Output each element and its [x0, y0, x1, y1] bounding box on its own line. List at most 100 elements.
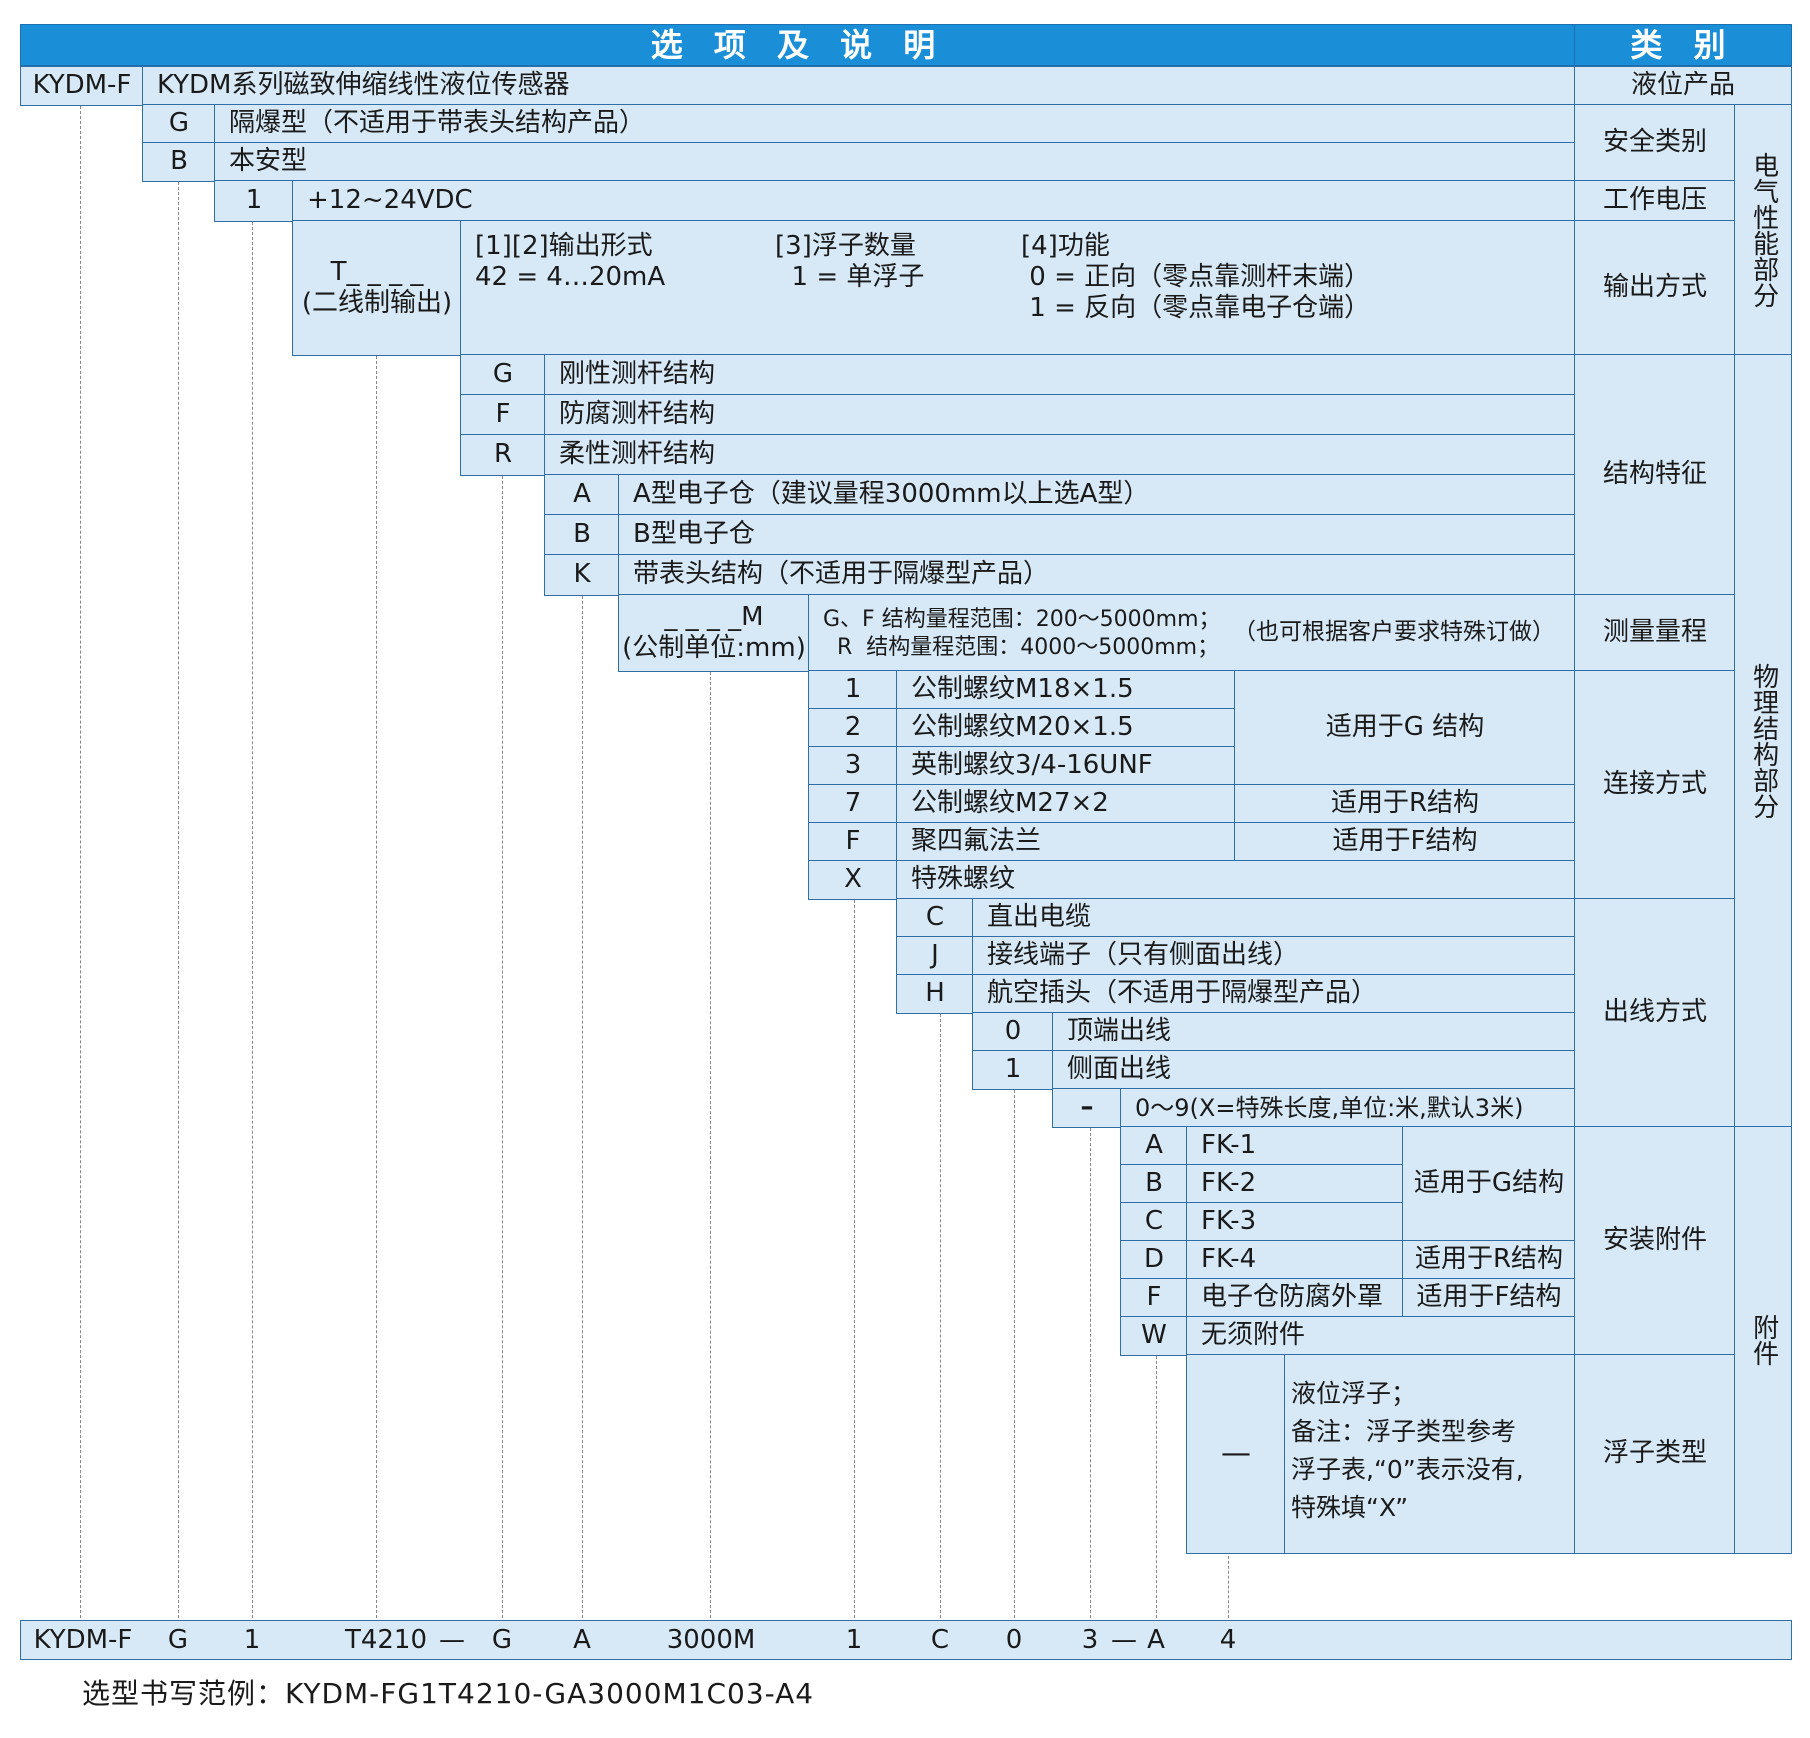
accessory-code: W	[1120, 1316, 1188, 1356]
guide-line	[178, 182, 179, 1618]
range-desc-cell: G、F 结构量程范围：200～5000mm； R 结构量程范围：4000～500…	[808, 594, 1576, 672]
accessory-note-g: 适用于G结构	[1402, 1126, 1576, 1242]
rod-desc: 刚性测杆结构	[544, 354, 1576, 396]
group-accessory: 附件	[1734, 1126, 1792, 1554]
accessory-desc: FK-1	[1186, 1126, 1404, 1166]
output-code-cell: T_ _ _ _ (二线制输出)	[292, 220, 462, 356]
category-header: 类 别	[1574, 24, 1792, 66]
guide-line	[854, 900, 855, 1618]
safety-b-code: B	[142, 142, 216, 182]
guide-line	[582, 596, 583, 1618]
accessory-code: A	[1120, 1126, 1188, 1166]
connection-note-g: 适用于G 结构	[1234, 670, 1576, 786]
example-item: 4	[1219, 1625, 1237, 1655]
example-item: C	[930, 1625, 950, 1655]
housing-desc: 带表头结构（不适用于隔爆型产品）	[618, 554, 1576, 596]
example-footnote: 选型书写范例：KYDM-FG1T4210-GA3000M1C03-A4	[82, 1677, 815, 1710]
accessory-code: C	[1120, 1202, 1188, 1242]
range-r: R 结构量程范围：4000～5000mm；	[823, 635, 1220, 660]
voltage-code: 1	[214, 180, 294, 222]
connection-desc: 公制螺纹M20×1.5	[896, 708, 1236, 748]
example-row	[20, 1620, 1792, 1660]
rod-code: F	[460, 394, 546, 436]
housing-desc: A型电子仓（建议量程3000mm以上选A型）	[618, 474, 1576, 516]
safety-b-desc: 本安型	[214, 142, 1576, 182]
connection-code: 2	[808, 708, 898, 748]
output-float-count: [3]浮子数量 1 = 单浮子	[775, 231, 925, 293]
accessory-desc: FK-3	[1186, 1202, 1404, 1242]
outlet-position-desc: 顶端出线	[1052, 1012, 1576, 1052]
accessory-desc: 无须附件	[1186, 1316, 1576, 1356]
outlet-type-desc: 接线端子（只有侧面出线）	[972, 936, 1576, 976]
example-item: 0	[1005, 1625, 1023, 1655]
output-code-sub: (二线制输出)	[301, 288, 453, 318]
product-desc: KYDM系列磁致伸缩线性液位传感器	[142, 66, 1576, 106]
connection-desc: 聚四氟法兰	[896, 822, 1236, 862]
outlet-type-code: J	[896, 936, 974, 976]
accessory-note-f: 适用于F结构	[1402, 1278, 1576, 1318]
category-safety: 安全类别	[1574, 104, 1736, 182]
accessory-desc: 电子仓防腐外罩	[1186, 1278, 1404, 1318]
guide-line	[1228, 1556, 1229, 1618]
guide-line	[252, 222, 253, 1618]
output-desc-cell: [1][2]输出形式 42 = 4…20mA [3]浮子数量 1 = 单浮子 […	[460, 220, 1576, 356]
housing-code: B	[544, 514, 620, 556]
voltage-desc: +12~24VDC	[292, 180, 1576, 222]
group-physical: 物理结构部分	[1734, 354, 1792, 1128]
connection-code: 3	[808, 746, 898, 786]
example-item: A	[573, 1625, 591, 1655]
outlet-type-desc: 直出电缆	[972, 898, 1576, 938]
example-item: A	[1147, 1625, 1165, 1655]
example-item: 3	[1081, 1625, 1099, 1655]
outlet-type-code: C	[896, 898, 974, 938]
group-electrical: 电气性能部分	[1734, 104, 1792, 356]
guide-line	[80, 106, 81, 1618]
accessory-desc: FK-4	[1186, 1240, 1404, 1280]
housing-desc: B型电子仓	[618, 514, 1576, 556]
category-float: 浮子类型	[1574, 1354, 1736, 1554]
category-outlet: 出线方式	[1574, 898, 1736, 1128]
guide-line	[1014, 1090, 1015, 1618]
accessory-code: B	[1120, 1164, 1188, 1204]
float-code: —	[1186, 1354, 1286, 1554]
connection-desc: 特殊螺纹	[896, 860, 1576, 900]
outlet-length-desc: 0～9(X=特殊长度,单位:米,默认3米)	[1120, 1088, 1576, 1128]
example-item: KYDM-F	[33, 1625, 133, 1655]
example-item: G	[167, 1625, 189, 1655]
category-output: 输出方式	[1574, 220, 1736, 356]
float-desc: 液位浮子； 备注：浮子类型参考 浮子表,“0”表示没有, 特殊填“X”	[1291, 1379, 1524, 1522]
rod-code: G	[460, 354, 546, 396]
output-code: T_ _ _ _	[330, 256, 424, 287]
connection-desc: 英制螺纹3/4-16UNF	[896, 746, 1236, 786]
example-item: 1	[243, 1625, 261, 1655]
category-connection: 连接方式	[1574, 670, 1736, 900]
range-code-cell: _ _ _ _M (公制单位:mm)	[618, 594, 810, 672]
guide-line	[502, 476, 503, 1618]
category-accessory: 安装附件	[1574, 1126, 1736, 1356]
accessory-code: F	[1120, 1278, 1188, 1318]
example-item: T4210	[344, 1625, 428, 1655]
guide-line	[1090, 1128, 1091, 1618]
float-desc-cell: 液位浮子； 备注：浮子类型参考 浮子表,“0”表示没有, 特殊填“X”	[1284, 1354, 1576, 1554]
accessory-desc: FK-2	[1186, 1164, 1404, 1204]
connection-code: 1	[808, 670, 898, 710]
outlet-position-code: 0	[972, 1012, 1054, 1052]
guide-line	[940, 1014, 941, 1618]
accessory-code: D	[1120, 1240, 1188, 1280]
category-voltage: 工作电压	[1574, 180, 1736, 222]
product-code: KYDM-F	[20, 66, 144, 106]
connection-code: X	[808, 860, 898, 900]
range-code: _ _ _ _M	[664, 601, 764, 632]
accessory-note-r: 适用于R结构	[1402, 1240, 1576, 1280]
rod-code: R	[460, 434, 546, 476]
rod-desc: 防腐测杆结构	[544, 394, 1576, 436]
connection-desc: 公制螺纹M27×2	[896, 784, 1236, 824]
outlet-position-code: 1	[972, 1050, 1054, 1090]
outlet-type-desc: 航空插头（不适用于隔爆型产品）	[972, 974, 1576, 1014]
example-item: —	[439, 1625, 465, 1655]
category-structure: 结构特征	[1574, 354, 1736, 596]
category-liquid-product: 液位产品	[1574, 66, 1792, 106]
output-function: [4]功能 0 = 正向（零点靠测杆末端） 1 = 反向（零点靠电子仓端）	[1021, 231, 1371, 324]
category-range: 测量量程	[1574, 594, 1736, 672]
example-item: G	[491, 1625, 513, 1655]
